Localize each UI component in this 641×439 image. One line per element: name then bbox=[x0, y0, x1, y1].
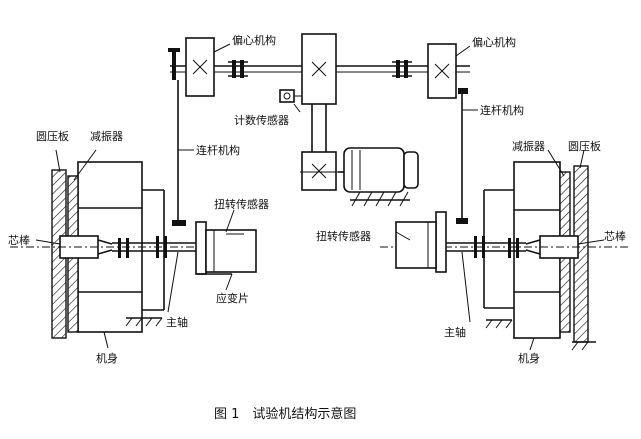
right-station bbox=[380, 161, 630, 351]
label-torque-sensor-right: 扭转传感器 bbox=[316, 229, 371, 243]
linkage-left bbox=[172, 80, 186, 226]
label-core-rod-left: 芯棒 bbox=[8, 233, 30, 247]
label-body-right: 机身 bbox=[518, 351, 540, 365]
label-core-rod-right: 芯棒 bbox=[604, 229, 626, 243]
motor bbox=[338, 147, 419, 207]
label-main-shaft-left: 主轴 bbox=[166, 315, 188, 329]
coupling-top-right bbox=[392, 60, 412, 78]
label-linkage-left: 连杆机构 bbox=[196, 143, 240, 157]
label-pressure-plate-left: 圆压板 bbox=[36, 129, 69, 143]
label-body-left: 机身 bbox=[96, 351, 118, 365]
left-station bbox=[10, 161, 257, 339]
label-pressure-plate-right: 圆压板 bbox=[568, 139, 601, 153]
label-linkage-right: 连杆机构 bbox=[480, 103, 524, 117]
eccentric-mechanism-right bbox=[427, 43, 468, 99]
figure-caption: 图 1 试验机结构示意图 bbox=[214, 406, 356, 422]
coupling-top-left bbox=[228, 60, 248, 78]
label-counter-sensor: 计数传感器 bbox=[234, 114, 289, 127]
label-eccentric-left: 偏心机构 bbox=[232, 33, 276, 47]
counter-sensor bbox=[279, 89, 302, 103]
central-gearbox bbox=[300, 33, 340, 191]
linkage-right bbox=[456, 94, 468, 224]
leader-lines bbox=[35, 43, 605, 351]
label-main-shaft-right: 主轴 bbox=[444, 325, 466, 339]
label-torque-sensor-left: 扭转传感器 bbox=[214, 197, 269, 211]
eccentric-mechanism-left bbox=[168, 37, 215, 97]
label-strain-gauge: 应变片 bbox=[216, 291, 249, 305]
label-eccentric-right: 偏心机构 bbox=[472, 35, 516, 49]
label-damper-right: 减振器 bbox=[512, 139, 545, 153]
label-damper-left: 减振器 bbox=[90, 129, 123, 143]
